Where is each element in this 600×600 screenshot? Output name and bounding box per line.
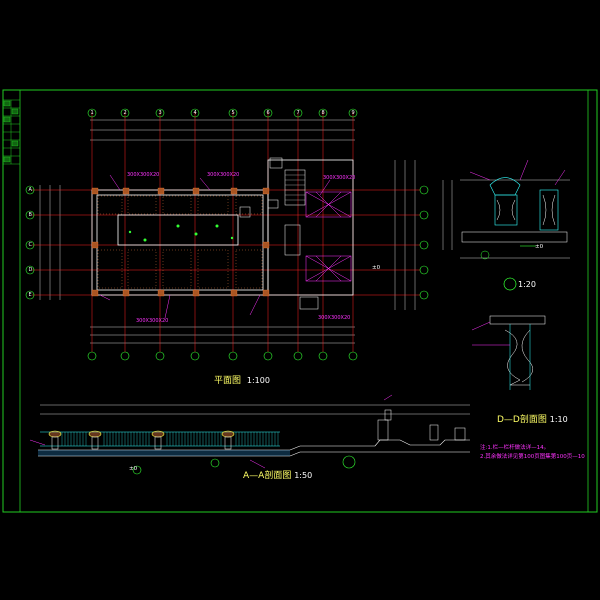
detail-1-title: 1 1:20 [504,280,536,290]
axis-label-left: D [28,267,33,273]
room-label-c: 300X300X20 [323,175,356,181]
section-dd [471,315,546,390]
axis-label-left: C [28,242,33,248]
note-line-1: 注:1.栏—栏杆做法详—14。 [480,445,550,451]
plan-scale: 1:100 [246,376,270,385]
axis-label-left: B [28,212,32,218]
plan-view [25,108,429,361]
room-label-e: 300X300X20 [318,315,351,321]
section-dd-scale: 1:10 [549,415,568,424]
section-aa-title: A—A剖面图 1:50 [243,468,312,481]
plan-title: 平面图 1:100 [214,373,270,386]
room-label-b: 300X300X20 [207,172,240,178]
axis-label-top: 1 [90,110,94,116]
section-aa-scale: 1:50 [294,471,313,480]
room-label-d: 300X300X20 [136,318,169,324]
axis-label-top: 9 [351,110,355,116]
axis-label-left: A [28,187,32,193]
axis-label-top: 7 [296,110,300,116]
axis-label-top: 3 [158,110,162,116]
level-mark-1: ±0 [129,466,138,472]
section-dd-title: D—D剖面图 1:10 [497,412,568,425]
detail-1 [442,159,570,291]
axis-label-top: 8 [321,110,325,116]
level-mark-3: ±0 [372,265,381,271]
note-line-2: 2.其余做法详见第100页图集第100页—10 [480,454,585,460]
cad-title-block-icon [3,99,20,165]
level-mark-2: ±0 [535,244,544,250]
plan-title-text: 平面图 [214,376,242,386]
axis-label-top: 2 [123,110,127,116]
axis-label-top: 5 [231,110,235,116]
section-aa [29,394,470,475]
detail-1-scale: 1:20 [518,280,536,289]
axis-label-top: 6 [266,110,270,116]
axis-label-top: 4 [193,110,197,116]
section-dd-title-text: D—D剖面图 [497,415,547,425]
section-aa-title-text: A—A剖面图 [243,471,292,481]
inner-frame [19,89,589,513]
axis-label-left: E [28,292,32,298]
room-label-a: 300X300X20 [127,172,160,178]
